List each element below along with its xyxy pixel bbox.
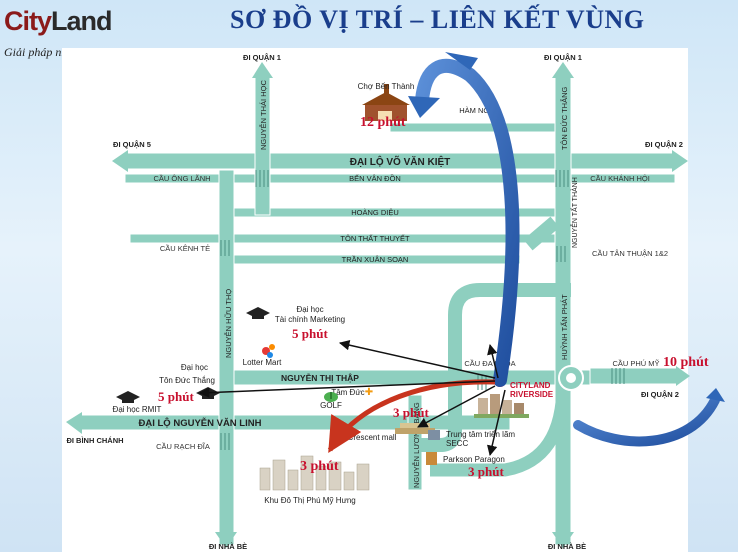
label-di-quan-2-bottom: ĐI QUẬN 2: [641, 390, 679, 399]
graduation-cap-icon: [246, 307, 270, 319]
label-cityland-2: RIVERSIDE: [510, 390, 554, 399]
label-hoang-dieu: HOÀNG DIỆU: [351, 208, 399, 217]
label-nguyen-thi-thap: NGUYỄN THỊ THẬP: [281, 372, 359, 383]
label-parkson: Parkson Paragon: [443, 455, 505, 464]
label-cho-ben-thanh: Chợ Bến Thành: [358, 82, 415, 91]
bridge-labels: CẦU ÔNG LÃNH CẦU KHÁNH HỘI CẦU KÊNH TẺ C…: [153, 173, 668, 451]
label-ton-that-thuyet: TÔN THẤT THUYẾT: [340, 233, 410, 243]
page-title: SƠ ĐỒ VỊ TRÍ – LIÊN KẾT VÙNG: [230, 5, 645, 34]
label-di-nha-be-right: ĐI NHÀ BÈ: [548, 542, 586, 551]
label-cau-tan-thuan: CẦU TÂN THUẬN 1&2: [592, 248, 668, 258]
label-di-binh-chanh: ĐI BÌNH CHÁNH: [66, 436, 123, 445]
label-dh-tdt-2: Tôn Đức Thắng: [159, 376, 215, 385]
time-tdt: 5 phút: [158, 389, 194, 404]
time-parkson: 3 phút: [468, 464, 504, 479]
ben-thanh-market-icon: [362, 84, 410, 121]
road-nguyen-tat-thanh-link: [523, 216, 560, 251]
direction-labels: ĐI QUẬN 1 ĐI QUẬN 1 ĐI QUẬN 5 ĐI QUẬN 2 …: [66, 53, 683, 551]
label-phu-my-hung: Khu Đô Thị Phú Mỹ Hưng: [264, 496, 355, 505]
time-crescent: 3 phút: [393, 405, 429, 420]
label-nguyen-van-linh: ĐẠI LỘ NGUYỄN VĂN LINH: [139, 417, 262, 429]
road-ben-van-don: [124, 173, 676, 184]
label-dh-tai-chinh-2: Tài chính Marketing: [275, 315, 345, 324]
time-phu-my-hung: 3 phút: [300, 459, 339, 474]
label-huynh-tan-phat: HUỲNH TẤN PHÁT: [559, 294, 569, 360]
label-ham-nghi: HÀM NGHI: [459, 106, 497, 115]
route-north: [487, 343, 499, 379]
road-network: [79, 74, 681, 546]
map-panel: [62, 48, 688, 552]
road-ring: [420, 283, 571, 452]
time-quan-2: 10 phút: [663, 355, 709, 370]
label-lotte-mart: Lotter Mart: [243, 358, 282, 367]
label-cau-da-khoa: CẦU ĐA KHOA: [464, 358, 515, 368]
label-nguyen-thai-hoc: NGUYỄN THÁI HỌC: [259, 80, 268, 150]
lotte-mart-icon: [262, 344, 275, 358]
parkson-icon: [426, 452, 437, 465]
label-golf: GOLF: [320, 401, 342, 410]
label-cau-khanh-hoi: CẦU KHÁNH HỘI: [590, 173, 650, 183]
route-to-crescent: [417, 385, 496, 428]
brand-logo: CityLand: [4, 6, 113, 36]
label-di-quan-1-left: ĐI QUẬN 1: [243, 53, 281, 62]
black-route-arrows: [198, 339, 506, 457]
road-ham-nghi: [389, 122, 566, 133]
direction-arrowheads: [66, 62, 690, 548]
golf-icon: [324, 392, 338, 402]
label-di-quan-2-top: ĐI QUẬN 2: [645, 140, 683, 149]
graduation-cap-icon: [116, 391, 140, 403]
cityland-riverside-icon: [474, 394, 529, 418]
label-nguyen-tat-thanh: NGUYỄN TẤT THÀNH: [569, 177, 579, 248]
route-to-ben-thanh: [415, 58, 520, 387]
label-cau-rach-dia: CẦU RẠCH ĐĨA: [156, 441, 210, 451]
crescent-mall-icon: [395, 423, 435, 434]
label-di-quan-5: ĐI QUẬN 5: [113, 140, 151, 149]
hospital-cross-icon: ✚: [365, 387, 373, 398]
label-cau-ong-lanh: CẦU ÔNG LÃNH: [153, 173, 210, 183]
label-dh-tdt-1: Đại học: [181, 363, 208, 372]
label-di-quan-1-right: ĐI QUẬN 1: [544, 53, 582, 62]
route-to-parkson: [487, 389, 506, 457]
label-secc-1: Trung tâm triển lãm: [446, 430, 515, 439]
route-to-ben-thanh-arrowhead: [408, 96, 440, 118]
label-ben-van-don: BẾN VÂN ĐỒN: [349, 173, 401, 183]
route-to-ben-thanh-tail: [445, 52, 478, 70]
label-vo-van-kiet: ĐẠI LỘ VÕ VĂN KIỆT: [350, 155, 451, 168]
road-phu-my: [589, 367, 681, 385]
road-labels: ĐẠI LỘ VÕ VĂN KIỆT BẾN VÂN ĐỒN HOÀNG DIỆ…: [139, 80, 579, 488]
time-ben-thanh: 12 phút: [360, 115, 406, 130]
route-to-quan-2: [573, 395, 720, 447]
route-to-tai-chinh: [338, 339, 496, 379]
label-cau-phu-my: CẦU PHÚ MỸ: [612, 358, 659, 368]
label-cau-kenh-te: CẦU KÊNH TẺ: [160, 243, 210, 253]
phu-my-hung-buildings-icon: [259, 455, 370, 491]
road-south-curve: [430, 383, 570, 477]
label-cityland-1: CITYLAND: [510, 381, 551, 390]
label-dh-rmit: Đại học RMIT: [113, 405, 162, 414]
label-di-nha-be-left: ĐI NHÀ BÈ: [209, 542, 247, 551]
secc-icon: [428, 430, 440, 440]
label-nguyen-huu-tho: NGUYỄN HỮU THỌ: [224, 289, 233, 358]
roundabout-center: [566, 373, 576, 383]
label-ton-duc-thang: TÔN ĐỨC THẮNG: [560, 86, 569, 150]
label-tran-xuan-soan: TRẦN XUÂN SOẠN: [342, 254, 409, 264]
label-secc-2: SECC: [446, 439, 468, 448]
route-to-quan-2-arrowhead: [706, 388, 725, 402]
travel-time-labels: 12 phút 5 phút 5 phút 3 phút 3 phút 3 ph…: [158, 115, 709, 479]
route-to-tdt: [198, 380, 496, 398]
label-crescent-mall: Crescent mall: [348, 433, 397, 442]
label-tam-duc: Tâm Đức: [331, 388, 364, 397]
label-nguyen-luong-bang: NGUYỄN LƯƠNG BẰNG: [412, 402, 421, 488]
time-tai-chinh: 5 phút: [292, 326, 328, 341]
label-dh-tai-chinh-1: Đại học: [296, 305, 323, 314]
